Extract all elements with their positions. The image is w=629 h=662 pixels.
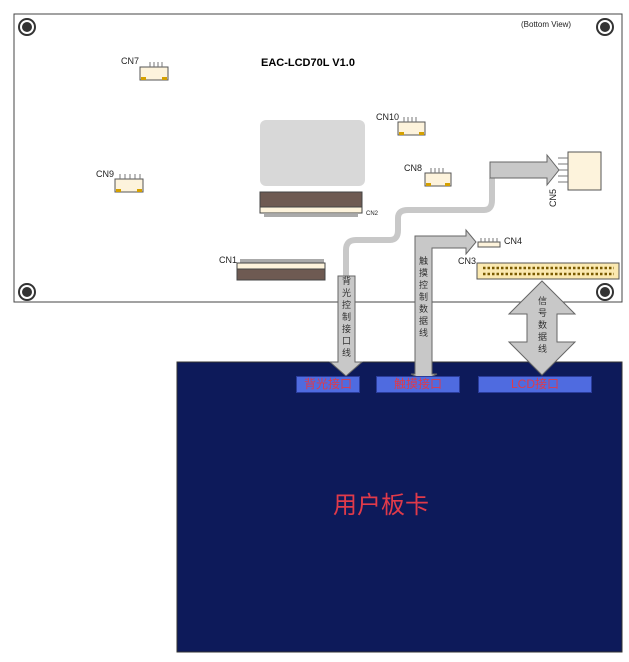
cn2-label: CN2 [366,211,379,217]
small-connectors [114,62,452,193]
cn5-label: CN5 [548,188,558,207]
lcd-port: LCD接口 [478,376,592,393]
mounting-hole-icon [18,18,614,301]
board-title: EAC-LCD70L V1.0 [261,57,355,69]
cn5-connector [558,151,602,191]
cn3-label: CN3 [458,256,477,266]
signal-arrow [507,280,577,376]
cn7-label: CN7 [121,56,140,66]
backlight-port: 背光接口 [296,376,360,393]
cn8-label: CN8 [404,163,423,173]
cn5-arrow [489,153,560,187]
backlight-cable [343,178,495,276]
view-label: (Bottom View) [521,20,572,29]
cn3-connector [476,262,620,280]
cn9-label: CN9 [96,169,115,179]
cn1-connector [236,259,326,281]
cn1-label: CN1 [219,255,238,265]
cn4-label: CN4 [504,236,523,246]
cn2-connector [259,191,363,217]
touch-port: 触摸接口 [376,376,460,393]
backlight-cable-label: 背光控制接口线 [341,276,351,360]
user-board [176,361,623,653]
touch-cable-label: 触摸控制数据线 [418,256,428,340]
cn10-label: CN10 [376,112,400,122]
signal-cable-label: 信号数据线 [537,296,547,356]
cn4-connector [477,238,501,248]
backlight-arrow [328,275,364,377]
chip-area [260,120,365,186]
user-board-title: 用户板卡 [333,492,429,519]
